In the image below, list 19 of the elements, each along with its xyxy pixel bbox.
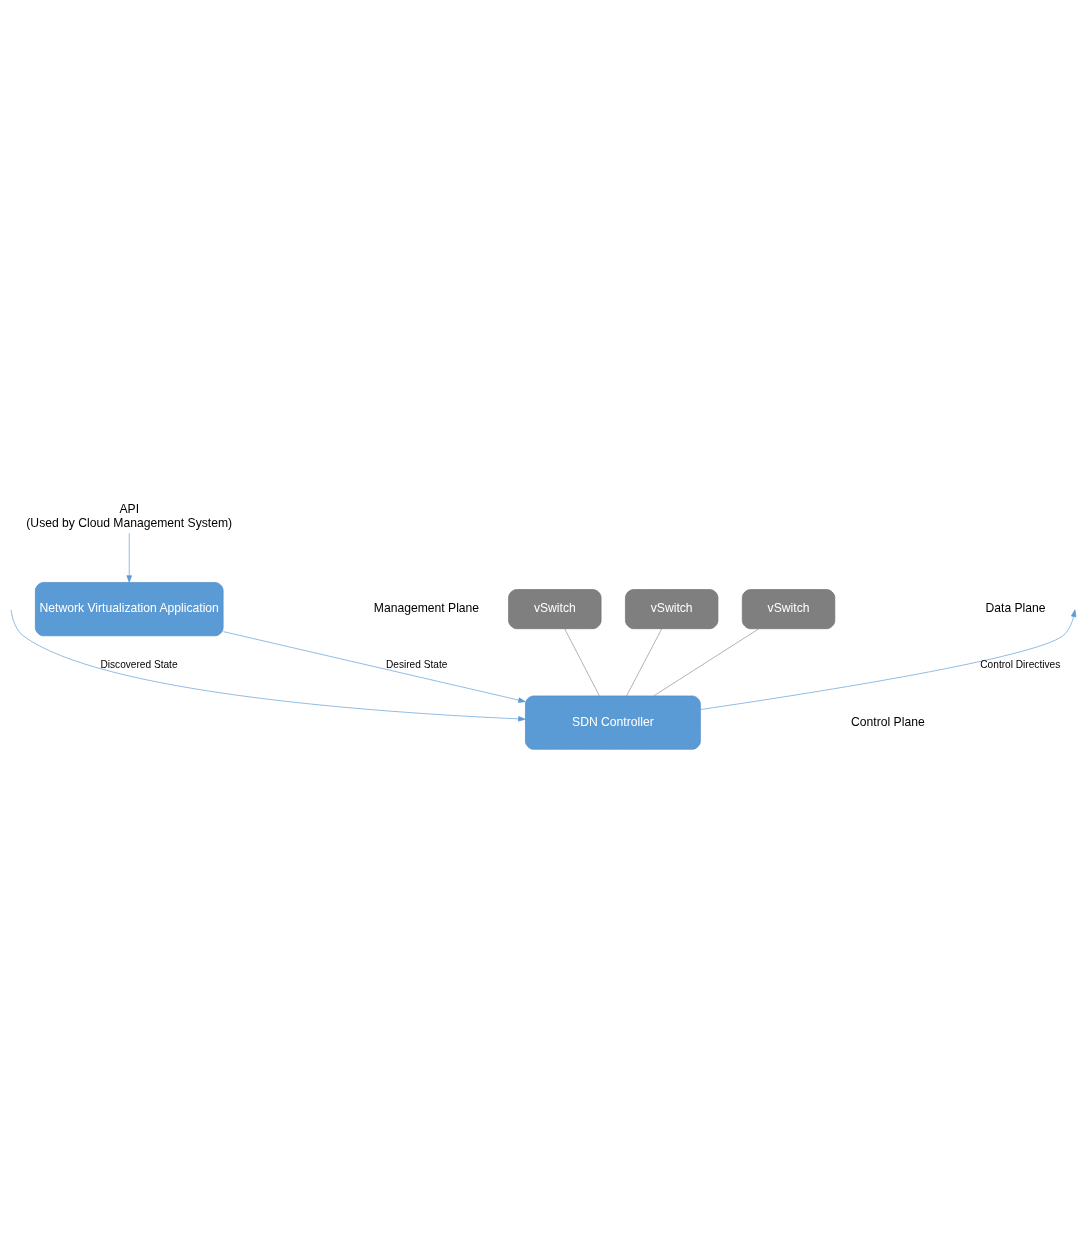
arrow [10, 609, 526, 722]
node-box: Network Virtualization Application [35, 581, 224, 636]
node-text: API (Used by Cloud Management System) [26, 501, 233, 530]
connector [626, 628, 663, 696]
label: Data Plane [985, 600, 1046, 615]
node-box: vSwitch [741, 588, 836, 629]
connector [653, 628, 760, 696]
edge-label: Control Directives [980, 658, 1061, 670]
label: Control Plane [851, 714, 925, 729]
node-box: vSwitch [625, 588, 719, 629]
edge-label: Discovered State [100, 658, 178, 670]
arrow [700, 609, 1077, 710]
edge-label: Desired State [386, 658, 448, 670]
node-box: SDN Controller [525, 695, 701, 750]
arrow [223, 630, 526, 703]
node-box: vSwitch [508, 588, 602, 629]
connector [564, 628, 600, 696]
label: Management Plane [373, 600, 480, 615]
arrow [126, 532, 132, 583]
